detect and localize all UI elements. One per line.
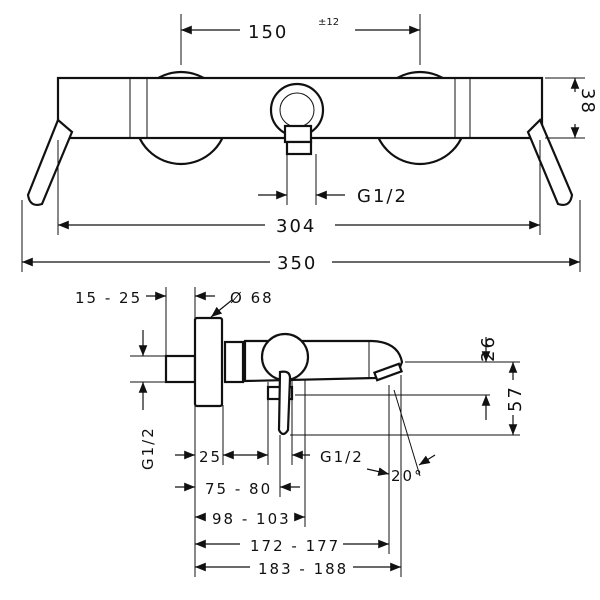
side-view: 15 - 25 Ø 68 G1/2 25 G1/2 75 - 80 98 - 1… [75,287,526,578]
front-view: 150 ±12 38 G1/2 304 350 [21,14,598,274]
rosette-diameter-label: Ø 68 [230,289,274,307]
spout-projection-label: 172 - 177 [250,537,340,555]
center-distance-label: 150 [248,22,288,43]
right-lever [526,118,574,207]
body-length-label: 304 [276,216,316,237]
inlet-thread-label: G1/2 [139,426,157,470]
wall-offset-label: 15 - 25 [75,289,142,307]
center-tolerance-label: ±12 [318,17,339,28]
side-outlet-thread-label: G1/2 [320,448,364,466]
lever-height-label: 57 [505,385,526,412]
lever-side [277,370,292,436]
left-lever [26,118,74,207]
inlet-stub [164,354,197,384]
spout-angle-label: 20° [391,467,424,485]
overall-length-label: 350 [277,253,317,274]
outlet-thread-label: G1/2 [357,186,408,207]
overall-projection-label: 183 - 188 [258,560,348,578]
nut [223,340,245,384]
rosette [193,316,224,408]
rosette-depth-label: 25 [199,448,222,466]
outlet-distance-label: 98 - 103 [212,510,291,528]
lever-distance-label: 75 - 80 [205,480,272,498]
aerator [373,362,403,382]
height-label: 38 [577,88,598,115]
spout-height-label: 26 [478,335,499,362]
